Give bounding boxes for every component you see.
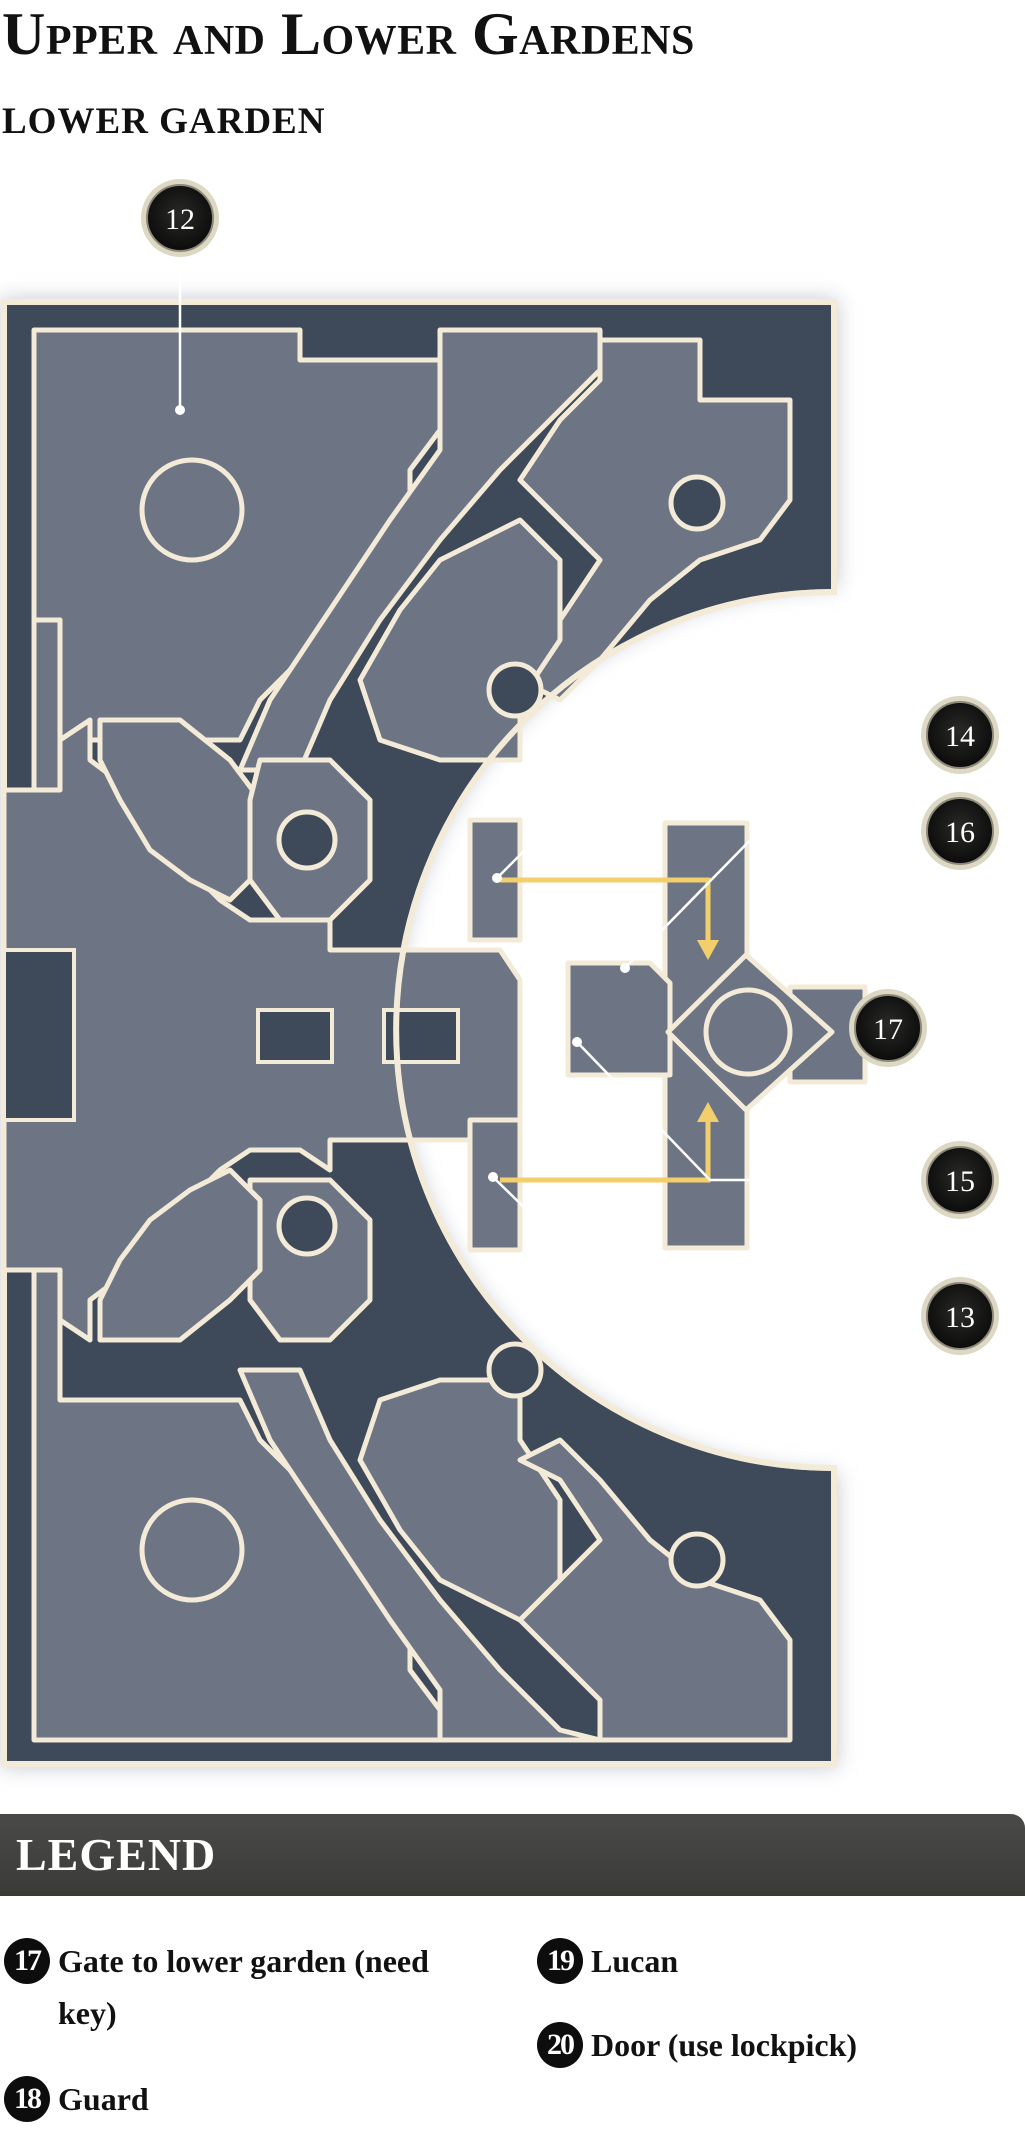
legend-number-20: 20 [537, 2022, 583, 2068]
svg-text:16: 16 [945, 816, 975, 849]
legend-text-18: Guard [58, 2081, 149, 2117]
callout-line-16 [624, 823, 921, 969]
legend-number-19: 19 [537, 1938, 583, 1984]
arrow-upper [500, 877, 711, 945]
legend-item-20: 20 Door (use lockpick) [537, 2022, 997, 2071]
arrow-upper-head [697, 940, 719, 960]
callout-dot-13 [488, 1172, 498, 1182]
legend-number-18: 18 [4, 2076, 50, 2122]
fountain-upper-left [139, 457, 245, 563]
callout-dot-15 [572, 1037, 582, 1047]
arrow-lower-head [697, 1102, 719, 1122]
callout-dot-14 [492, 873, 502, 883]
legend-text-20: Door (use lockpick) [591, 2027, 858, 2063]
marker-15: 15 [921, 1141, 999, 1219]
gate-fountain [703, 987, 793, 1077]
upper-right-room [517, 337, 793, 703]
legend-title: LEGEND [16, 1829, 217, 1880]
left-strip [31, 617, 63, 803]
callout-dot-12 [175, 405, 185, 415]
legend-item-18: 18 Guard [4, 2076, 404, 2125]
legend-header: LEGEND [0, 1814, 1025, 1896]
lower-garden-map: 12 13 14 15 16 17 [0, 179, 999, 1768]
legend-item-17: 17 Gate to lower garden (need key) [4, 1938, 484, 2039]
legend-number-17: 17 [4, 1938, 50, 1984]
marker-17: 17 [849, 989, 927, 1067]
lower-diagonal-corridor [237, 1367, 603, 1743]
page-title: Upper and Lower Gardens [2, 1, 695, 67]
pool-a [256, 1008, 334, 1064]
pool-ring-upper-3 [668, 474, 726, 532]
callout-line-15 [576, 1041, 922, 1182]
gate-west-room [565, 960, 673, 1078]
svg-text:13: 13 [945, 1301, 975, 1334]
upper-diagonal-corridor [237, 327, 603, 773]
pool-ring-lower-2 [486, 1341, 544, 1399]
legend-text-17: Gate to lower garden (need key) [58, 1943, 429, 2031]
marker-14: 14 [921, 696, 999, 774]
fountain-lower-left [139, 1497, 245, 1603]
upper-left-lobe [97, 717, 263, 903]
lower-right-corridor [467, 1117, 523, 1253]
map-subtitle: LOWER GARDEN [2, 101, 326, 142]
callout-line-13 [492, 1176, 920, 1318]
callout-dot-16 [620, 963, 630, 973]
pool-ring-upper-1 [276, 809, 338, 871]
legend-item-19: 19 Lucan [537, 1938, 997, 1987]
pit-left [2, 948, 76, 1122]
arrow-lower [500, 1118, 711, 1183]
callout-line-14 [496, 733, 920, 879]
garden-arc [393, 589, 835, 1471]
pool-ring-lower-3 [668, 1531, 726, 1589]
marker-13: 13 [921, 1277, 999, 1355]
pool-ring-lower-1 [276, 1195, 338, 1257]
marker-16: 16 [921, 792, 999, 870]
svg-text:17: 17 [873, 1013, 903, 1046]
svg-text:12: 12 [165, 203, 195, 236]
svg-text:15: 15 [945, 1165, 975, 1198]
marker-12: 12 [141, 179, 219, 257]
svg-text:14: 14 [945, 720, 975, 753]
lower-left-lobe [97, 1167, 263, 1343]
legend-text-19: Lucan [591, 1943, 679, 1979]
pool-ring-upper-2 [486, 661, 544, 719]
lower-right-room [517, 1437, 793, 1743]
